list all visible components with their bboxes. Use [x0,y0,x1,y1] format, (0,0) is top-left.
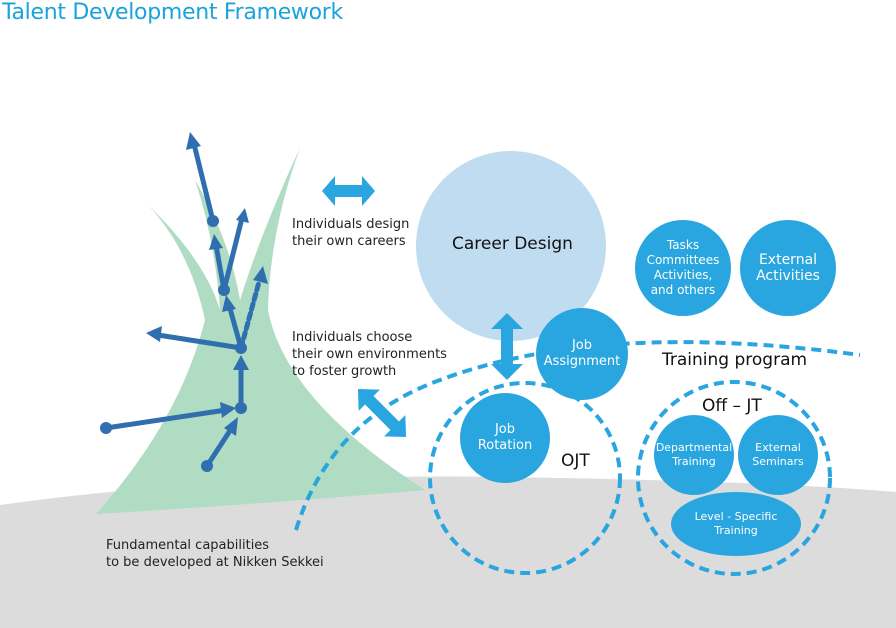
departmental-training-circle [654,415,734,495]
level-specific-training-label: Level - Specific Training [694,510,778,537]
job-assignment-circle [536,308,628,400]
ground-area [0,476,896,628]
external-activities-circle-label: External Activities [756,252,820,284]
job-assignment-circle-label: Job Assignment [543,338,621,369]
growth-arrows-tree-icon [100,132,268,472]
ojt-boundary [428,381,622,575]
tasks-circle-label: Tasks Committees Activities, and others [646,238,720,297]
design-careers-label: Individuals design their own careers [292,217,410,249]
departmental-training-circle-label: Departmental Training [655,441,733,468]
career-design-label: Career Design [452,234,573,254]
page-title: Talent Development Framework [2,0,343,25]
off-jt-boundary [636,380,832,576]
tasks-circle [635,220,731,316]
job-rotation-circle-label: Job Rotation [477,422,533,453]
job-rotation-circle [460,393,550,483]
ojt-label: OJT [561,451,590,471]
external-seminars-circle-label: External Seminars [752,441,804,468]
choose-environments-label: Individuals choose their own environment… [292,330,447,379]
training-program-arc [294,340,861,531]
off-jt-label: Off – JT [702,396,762,416]
double-arrow-vertical-icon [491,313,523,380]
external-seminars-circle [738,415,818,495]
career-design-circle [416,151,606,341]
fundamental-capabilities-label: Fundamental capabilities to be developed… [106,538,324,570]
double-arrow-horizontal-icon [322,176,375,206]
growth-tree-shape [96,148,425,514]
level-specific-training-ellipse [671,492,801,556]
training-program-label: Training program [662,350,808,370]
external-activities-circle [740,220,836,316]
double-arrow-diagonal-icon [357,388,407,438]
